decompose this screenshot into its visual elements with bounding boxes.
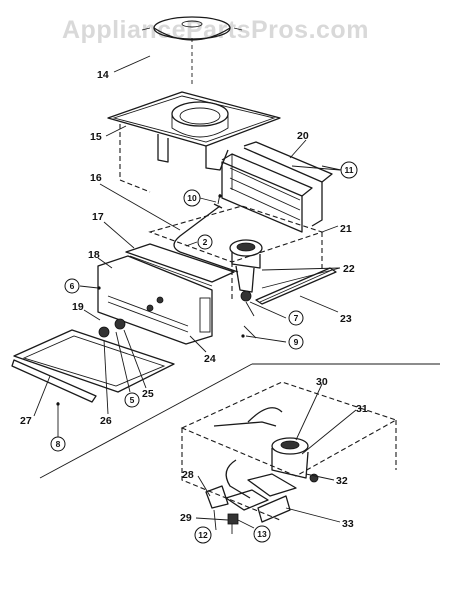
callout-15: 15 <box>90 131 102 143</box>
part-burner <box>229 239 263 302</box>
part-drawer-tray <box>13 329 175 393</box>
callout-20: 20 <box>297 130 309 142</box>
svg-text:11: 11 <box>345 165 354 175</box>
callout-circle-7: 7 <box>288 310 304 326</box>
callout-32: 32 <box>336 475 348 487</box>
part-front-frame <box>125 243 235 287</box>
callout-circle-11: 11 <box>340 161 358 179</box>
callout-circle-8: 8 <box>50 436 66 452</box>
svg-text:8: 8 <box>56 439 61 449</box>
callout-27: 27 <box>20 415 32 427</box>
callout-25: 25 <box>142 388 154 400</box>
watermark: AppliancePartsPros.com <box>62 16 369 44</box>
svg-text:13: 13 <box>257 529 267 539</box>
callout-circle-12: 12 <box>194 526 212 544</box>
callout-17: 17 <box>92 211 104 223</box>
callout-18: 18 <box>88 249 100 261</box>
part-rail <box>255 267 337 305</box>
callout-19: 19 <box>72 301 84 313</box>
housing-outline-lower <box>180 381 398 521</box>
callout-31: 31 <box>356 403 368 415</box>
callout-33: 33 <box>342 518 354 530</box>
part-lower-burner <box>213 407 319 511</box>
svg-text:6: 6 <box>70 281 75 291</box>
part-side-panels <box>221 141 333 233</box>
part-wire-rod <box>173 203 239 273</box>
callout-30: 30 <box>316 376 328 388</box>
callout-21: 21 <box>340 223 352 235</box>
fastener-dots <box>56 194 245 406</box>
callout-16: 16 <box>90 172 102 184</box>
callout-14: 14 <box>97 69 109 81</box>
callout-23: 23 <box>340 313 352 325</box>
part-grate-cap <box>141 16 243 86</box>
part-control-panel <box>97 255 213 345</box>
callout-24: 24 <box>204 353 216 365</box>
leader-lines <box>33 55 357 534</box>
part-handle-rod <box>11 359 97 403</box>
callout-26: 26 <box>100 415 112 427</box>
section-divider <box>39 363 253 479</box>
part-knobs <box>98 318 126 338</box>
svg-text:10: 10 <box>187 193 197 203</box>
callout-circle-5: 5 <box>124 392 140 408</box>
callout-circle-9: 9 <box>288 334 304 350</box>
callout-29: 29 <box>180 512 192 524</box>
part-top-plate <box>107 91 281 193</box>
svg-text:2: 2 <box>203 237 208 247</box>
svg-text:9: 9 <box>294 337 299 347</box>
svg-text:7: 7 <box>294 313 299 323</box>
part-valves <box>205 485 291 525</box>
callout-22: 22 <box>343 263 355 275</box>
callout-28: 28 <box>182 469 194 481</box>
callout-circle-13: 13 <box>253 525 271 543</box>
svg-text:12: 12 <box>198 530 208 540</box>
callout-circle-6: 6 <box>64 278 80 294</box>
callout-circle-2: 2 <box>197 234 213 250</box>
callout-circle-10: 10 <box>183 189 201 207</box>
svg-text:5: 5 <box>130 395 135 405</box>
